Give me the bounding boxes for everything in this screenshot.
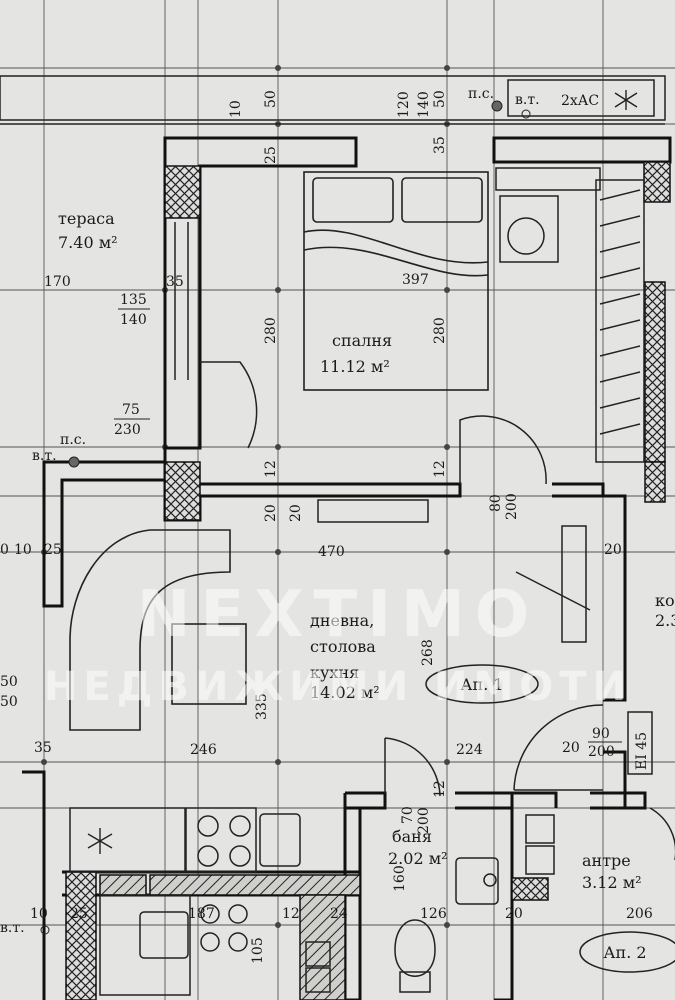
fire-rating-label: EI 45	[634, 732, 650, 770]
dim: 50	[432, 90, 448, 108]
dim: 200	[504, 493, 520, 520]
dim: 24	[330, 906, 348, 922]
snowflake-icon	[87, 828, 113, 854]
dim: 0	[0, 542, 9, 558]
apt2-badge: Ап. 2	[579, 931, 675, 973]
terrace-name: тераса	[58, 209, 115, 228]
dim: 10	[228, 100, 244, 118]
dim: 75	[122, 402, 140, 418]
vt-top: в.т.	[515, 92, 540, 108]
dim: 70	[400, 806, 416, 824]
dim: 12	[432, 460, 448, 478]
dim: 25	[263, 146, 279, 164]
balcony-railing	[0, 75, 666, 125]
hall-name: антре	[582, 851, 631, 870]
dim: 140	[416, 91, 432, 118]
dim: 160	[392, 865, 408, 892]
ps-top: п.с.	[468, 86, 494, 102]
dim: 120	[396, 91, 412, 118]
dim: 135	[120, 292, 147, 308]
dim: 200	[416, 807, 432, 834]
dim: 20	[288, 504, 304, 522]
living-line3: кухня	[310, 663, 359, 682]
bedroom-area: 11.12 м²	[320, 357, 390, 376]
dim: 35	[166, 274, 184, 290]
dim: 268	[420, 639, 436, 666]
apt1-badge: Ап. 1	[425, 664, 539, 704]
living-line2: столова	[310, 637, 376, 656]
annotations: п.с. в.т. п.с. в.т. в.т.	[0, 86, 540, 936]
ac-unit: 2хАС	[561, 90, 638, 110]
fan-icon	[614, 90, 638, 110]
dressing-table	[499, 195, 559, 263]
watermark: NEXTIMO НЕДВИЖИМИ ИМОТИ	[44, 578, 632, 710]
bed	[303, 171, 489, 391]
dim: 470	[318, 544, 345, 560]
vt-bottom: в.т.	[0, 920, 25, 936]
bathroom-fixtures	[305, 814, 555, 993]
dim: 335	[254, 693, 270, 720]
living-area: 14.02 м²	[310, 683, 380, 702]
dim: 10	[30, 906, 48, 922]
dim: 25	[70, 906, 88, 922]
wardrobe	[495, 167, 645, 463]
apt2-label: Ап. 2	[603, 943, 646, 962]
room-labels: тераса 7.40 м² спалня 11.12 м² дневна, с…	[58, 209, 675, 892]
living-line1: дневна,	[310, 611, 374, 630]
dim: 20	[505, 906, 523, 922]
bath-name: баня	[392, 827, 432, 846]
watermark-line1: NEXTIMO	[137, 578, 539, 652]
bath-area: 2.02 м²	[388, 849, 448, 868]
ps-left: п.с.	[60, 432, 86, 448]
vt-left: в.т.	[32, 448, 57, 464]
dim: 50	[0, 694, 18, 710]
dim: 224	[456, 742, 483, 758]
dim: 230	[114, 422, 141, 438]
corridor-name: ко	[655, 591, 675, 610]
dim: 35	[34, 740, 52, 756]
tv-unit	[317, 499, 591, 643]
kitchen-counter	[69, 807, 301, 996]
ac-unit-label: 2хАС	[561, 93, 599, 109]
dimension-labels: 10 50 120 140 50 25 35 170 35 135 140 39…	[0, 90, 653, 964]
doors	[174, 222, 675, 860]
dim: 140	[120, 312, 147, 328]
dim: 206	[626, 906, 653, 922]
dim: 50	[263, 90, 279, 108]
dim: 90	[592, 726, 610, 742]
dim: 50	[0, 674, 18, 690]
fire-rating-box: EI 45	[627, 711, 653, 775]
structural-columns	[65, 161, 671, 1000]
dim: 280	[263, 317, 279, 344]
dim: 105	[250, 937, 266, 964]
dim: 200	[588, 744, 615, 760]
dim: 12	[263, 460, 279, 478]
walls	[22, 136, 672, 1000]
bedroom-name: спалня	[332, 331, 392, 350]
dim: 246	[190, 742, 217, 758]
dim: 12	[282, 906, 300, 922]
dim: 25	[44, 542, 62, 558]
hall-area: 3.12 м²	[582, 873, 642, 892]
dim: 397	[402, 272, 429, 288]
corridor-area: 2.3	[655, 611, 675, 630]
dim: 12	[432, 780, 448, 798]
dim: 280	[432, 317, 448, 344]
pipe-markers	[40, 100, 531, 935]
dim: 126	[420, 906, 447, 922]
dim: 35	[432, 136, 448, 154]
dim: 20	[604, 542, 622, 558]
apt1-label: Ап. 1	[460, 675, 503, 694]
dim: 187	[188, 906, 215, 922]
dim: 20	[562, 740, 580, 756]
dim: 80	[488, 494, 504, 512]
dim: 10	[14, 542, 32, 558]
dim: 20	[263, 504, 279, 522]
watermark-line2: НЕДВИЖИМИ ИМОТИ	[44, 664, 632, 710]
dim: 170	[44, 274, 71, 290]
sofa	[69, 529, 247, 731]
terrace-area: 7.40 м²	[58, 233, 118, 252]
